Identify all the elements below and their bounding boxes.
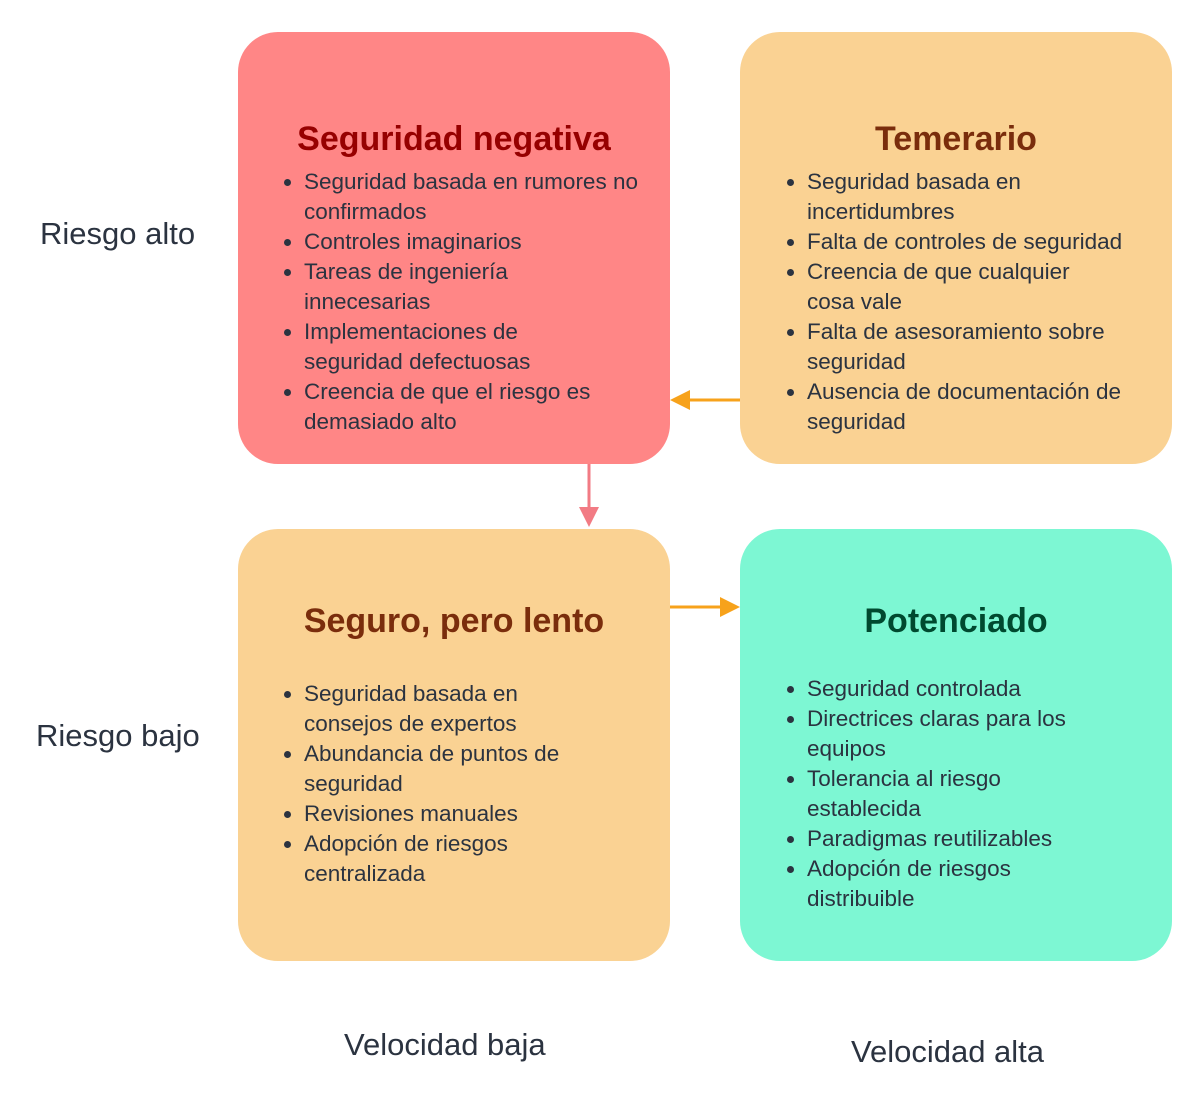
list-item: Controles imaginarios [304,227,684,257]
list-item: Directrices claras para los equipos [807,704,1077,764]
quadrant-empowered: Potenciado [740,529,1172,961]
list-item: Seguridad basada en rumores no confirmad… [304,167,684,227]
quadrant-title: Seguro, pero lento [303,602,605,640]
column-label-high-speed: Velocidad alta [851,1034,1045,1069]
column-label-low-speed: Velocidad baja [344,1027,546,1062]
list-item: Falta de asesoramiento sobre seguridad [807,317,1147,377]
arrow-negative-to-slow [579,464,599,527]
row-label-high-risk: Riesgo alto [40,216,196,251]
list-item: Tareas de ingeniería innecesarias [304,257,544,317]
quadrant-reckless: Temerario [740,32,1172,464]
list-item: Revisiones manuales [304,799,684,829]
list-item: Implementaciones de seguridad defectuosa… [304,317,564,377]
quadrant-title: Seguridad negativa [297,120,611,158]
quadrant-title: Potenciado [864,602,1048,640]
list-item: Seguridad basada en consejos de expertos [304,679,554,739]
row-label-low-risk: Riesgo bajo [36,718,200,753]
list-item: Seguridad controlada [807,674,1197,704]
quadrant-slow-list: Seguridad basada en consejos de expertos… [278,679,684,889]
list-item: Adopción de riesgos centralizada [304,829,554,889]
list-item: Seguridad basada en incertidumbres [807,167,1047,227]
list-item: Creencia de que cualquier cosa vale [807,257,1097,317]
list-item: Tolerancia al riesgo establecida [807,764,1057,824]
quadrant-safe-but-slow: Seguro, pero lento [238,529,670,961]
list-item: Abundancia de puntos de seguridad [304,739,564,799]
quadrant-negative-security: Seguridad negativa [238,32,670,464]
quadrant-reckless-list: Seguridad basada en incertidumbres Falta… [781,167,1197,437]
list-item: Creencia de que el riesgo es demasiado a… [304,377,594,437]
list-item: Paradigmas reutilizables [807,824,1197,854]
quadrant-negative-list: Seguridad basada en rumores no confirmad… [278,167,684,437]
list-item: Ausencia de documentación de seguridad [807,377,1127,437]
list-item: Adopción de riesgos distribuible [807,854,1057,914]
arrow-reckless-to-negative [670,390,740,410]
list-item: Falta de controles de seguridad [807,227,1197,257]
arrow-slow-to-empowered [670,597,740,617]
quadrant-empowered-list: Seguridad controlada Directrices claras … [781,674,1197,914]
quadrant-title: Temerario [875,120,1037,158]
